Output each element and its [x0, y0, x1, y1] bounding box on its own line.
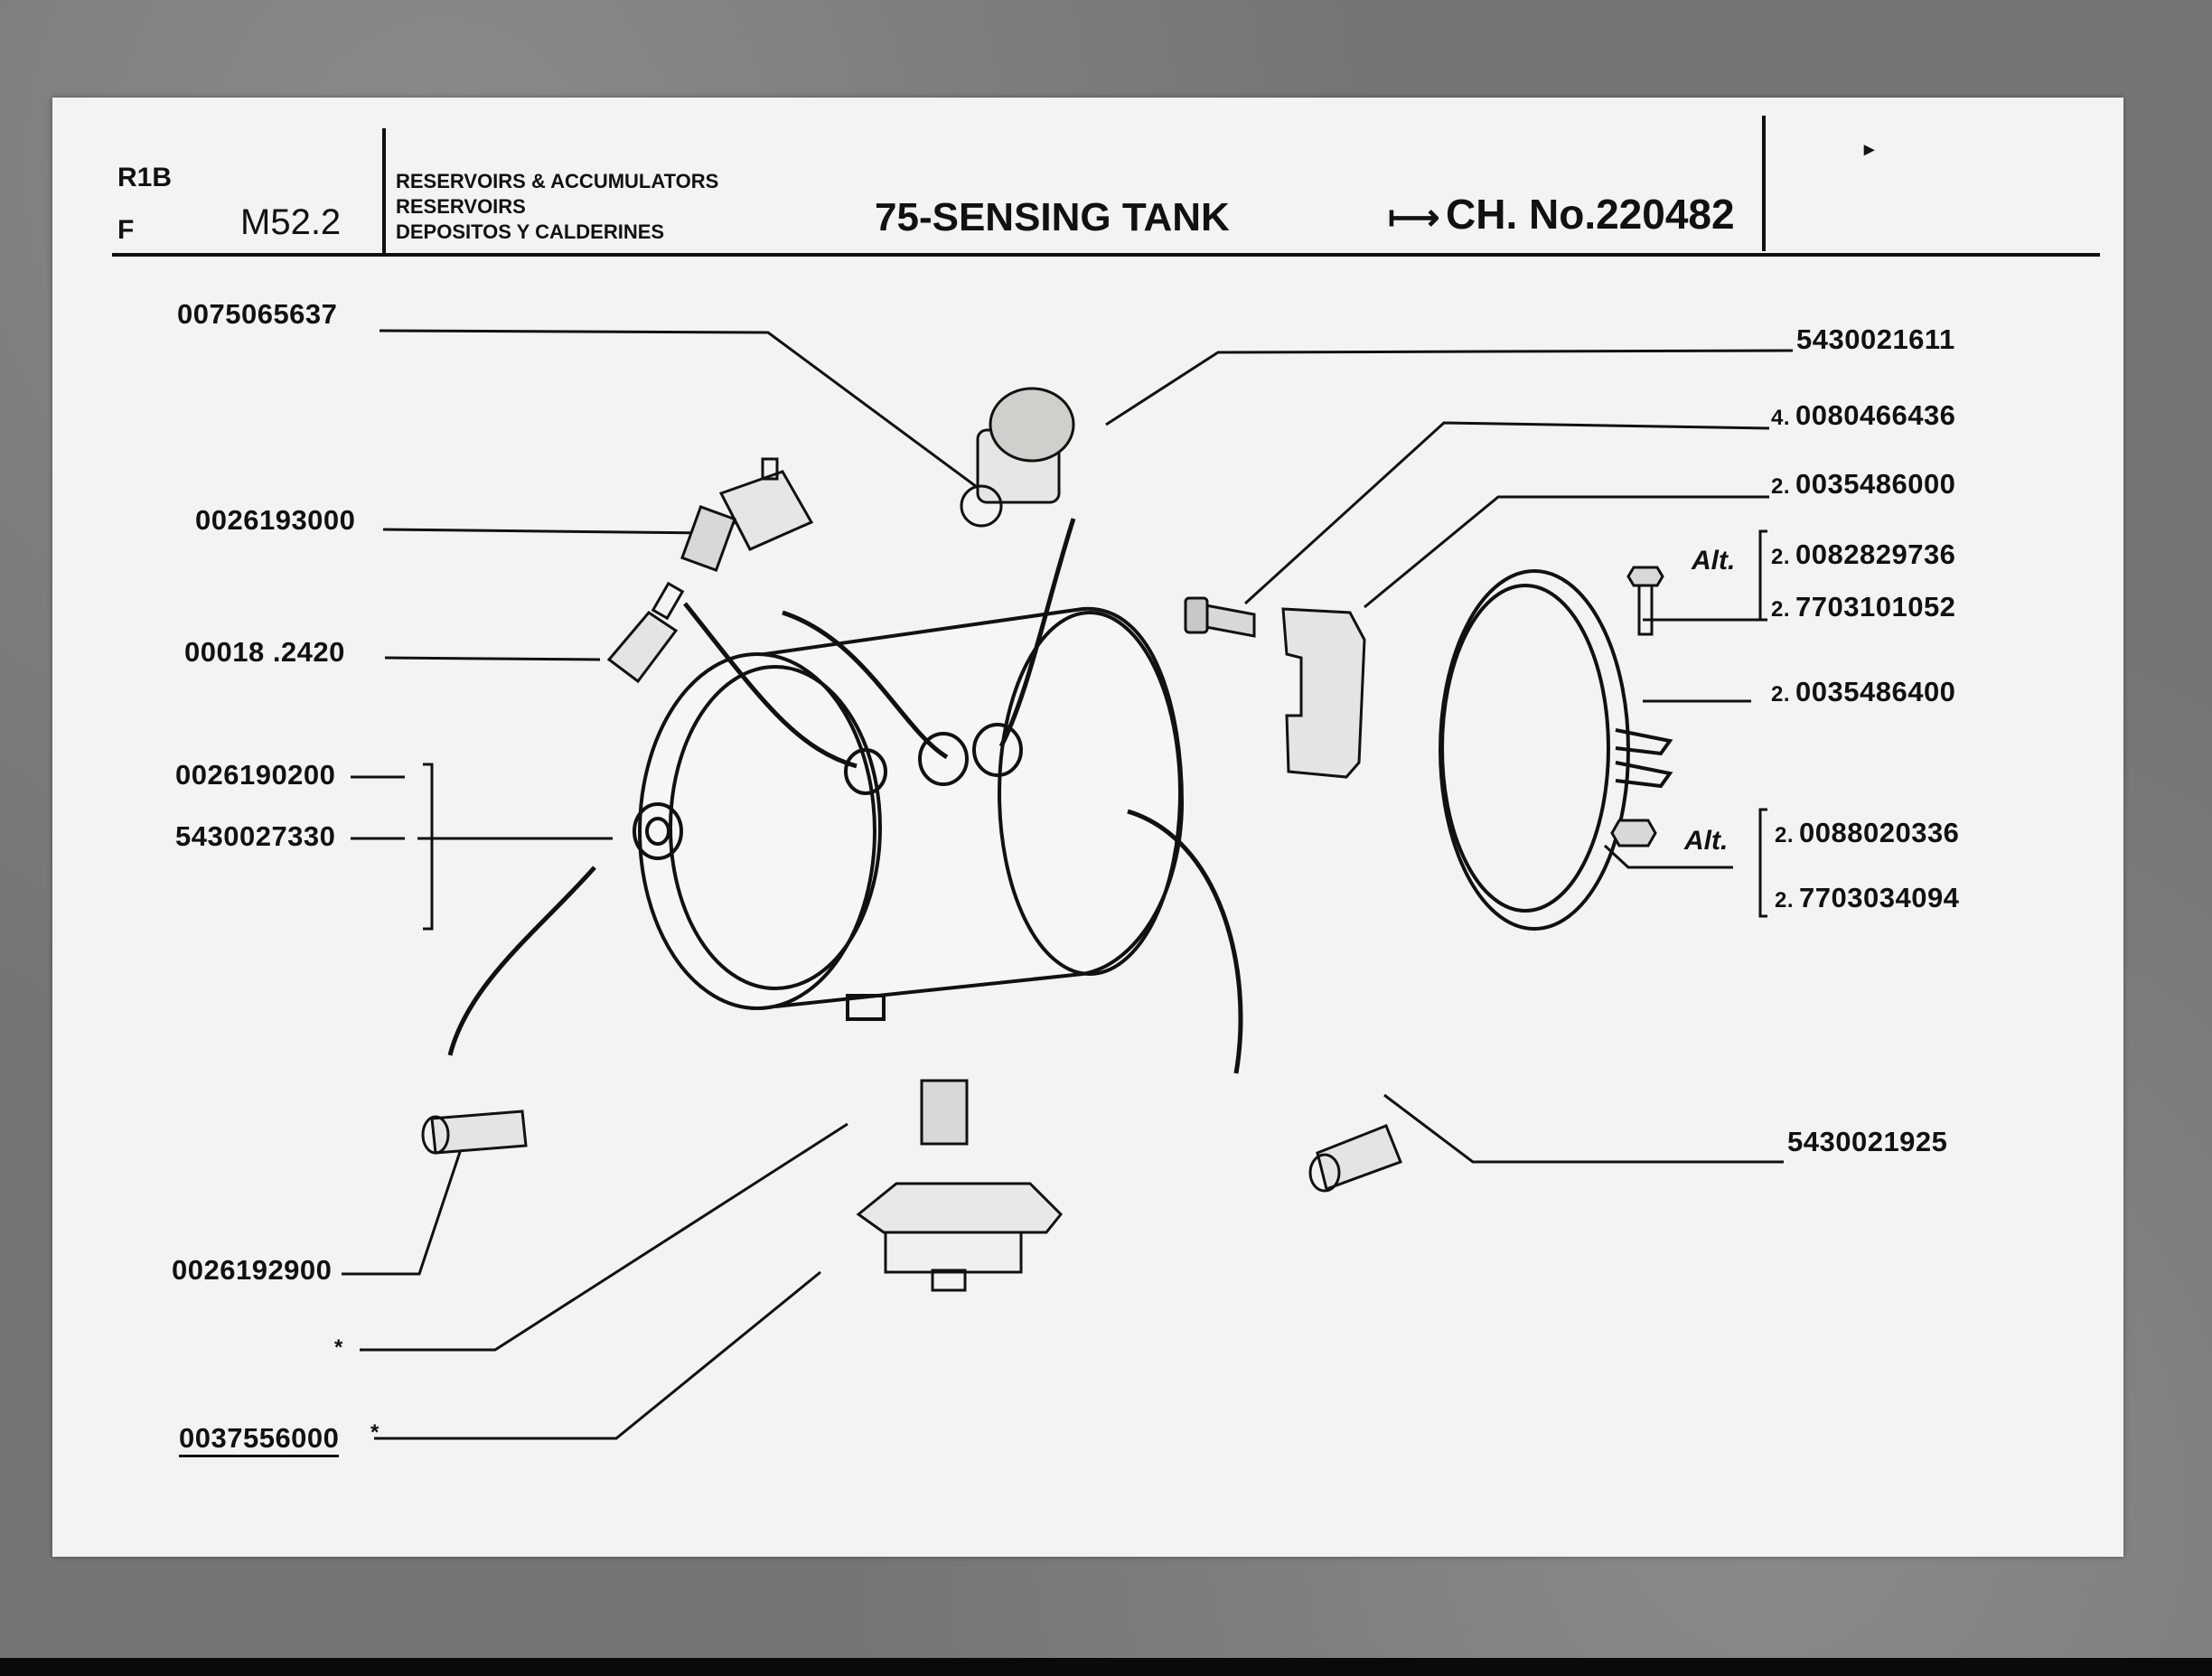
sensor-switch	[680, 457, 814, 572]
part-number-text: 0037556000	[179, 1422, 340, 1454]
bracket-alt-upper	[1758, 529, 1767, 622]
alt-label: Alt.	[1684, 826, 1729, 856]
part-quantity: 2.	[1775, 888, 1795, 913]
part-number-text: 5430021611	[1796, 323, 1955, 355]
part-quantity: 2.	[1771, 474, 1791, 499]
rubber-pad	[1281, 607, 1366, 779]
bolt	[1184, 596, 1256, 638]
bracket-alt-lower	[1758, 808, 1767, 918]
model-code: R1B	[117, 163, 173, 192]
part-number: 2.0082829736	[1771, 538, 1955, 571]
connector-curves	[447, 518, 1243, 1074]
tank	[633, 606, 1185, 1021]
alt-nut	[1610, 819, 1657, 847]
part-quantity: 2.	[1771, 682, 1791, 707]
part-number: 0075065637	[177, 298, 338, 330]
part-number: 00018 .2420	[184, 636, 345, 668]
part-number: 0037556000	[179, 1422, 340, 1457]
part-number: 2.0035486000	[1771, 468, 1955, 501]
corner-mark: ▸	[1864, 137, 1875, 160]
part-number-text: 0035486000	[1795, 468, 1956, 500]
header-divider-left	[382, 128, 386, 255]
part-number-text: 5430021925	[1787, 1126, 1948, 1157]
drain-valve	[856, 1182, 1064, 1292]
vent-plug	[960, 387, 1075, 528]
language-code: F	[117, 215, 135, 245]
part-quantity: 4.	[1771, 406, 1791, 430]
part-number-text: 0082829736	[1795, 538, 1956, 570]
group-title-en: RESERVOIRS & ACCUMULATORS	[396, 170, 719, 192]
page-code: M52.2	[240, 202, 342, 242]
part-number: 2.0088020336	[1775, 817, 1959, 849]
part-number: 0026193000	[195, 504, 356, 536]
group-title-fr: RESERVOIRS	[396, 195, 526, 218]
chassis-arrow: ⟼	[1388, 198, 1440, 238]
header-divider-right	[1762, 116, 1766, 251]
pressure-switch	[606, 581, 685, 684]
part-number: 2.0035486400	[1771, 676, 1955, 708]
part-quantity: 2.	[1771, 545, 1791, 569]
drain-nipple	[920, 1079, 969, 1146]
part-number: 5430021611	[1796, 323, 1955, 356]
part-number-text: 7703101052	[1795, 591, 1956, 623]
part-number: 5430021925	[1787, 1126, 1947, 1158]
alt-bolt	[1626, 566, 1664, 636]
part-number-text: 7703034094	[1799, 882, 1960, 913]
part-number: 0026192900	[172, 1254, 333, 1286]
bracket-left	[423, 763, 434, 931]
exploded-view-drawing	[342, 329, 1794, 1440]
part-number: 2.7703101052	[1771, 591, 1955, 623]
part-quantity: 2.	[1771, 597, 1791, 622]
part-number-text: 0080466436	[1795, 399, 1956, 431]
parts-catalog-sheet: R1B F M52.2 RESERVOIRS & ACCUMULATORS RE…	[52, 98, 2123, 1557]
alt-label: Alt.	[1692, 546, 1736, 576]
part-marker: *	[334, 1335, 343, 1360]
fitting-right	[1308, 1124, 1402, 1193]
part-number-text: 0088020336	[1799, 817, 1960, 848]
part-number: 2.7703034094	[1775, 882, 1959, 914]
page-title: 75-SENSING TANK	[875, 195, 1230, 239]
part-number-text: 0035486400	[1795, 676, 1956, 707]
part-number: 5430027330	[175, 820, 336, 852]
part-quantity: 2.	[1775, 823, 1795, 847]
leader-lines	[342, 329, 1794, 1440]
part-marker: *	[370, 1420, 380, 1445]
header-underline	[112, 253, 2100, 257]
mounting-strap	[1439, 569, 1673, 931]
part-number: 4.0080466436	[1771, 399, 1955, 432]
group-title-es: DEPOSITOS Y CALDERINES	[396, 220, 665, 243]
part-number: 0026190200	[175, 759, 336, 791]
scan-edge	[0, 1658, 2212, 1676]
fitting-left	[421, 1110, 528, 1155]
chassis-number: CH. No.220482	[1446, 191, 1735, 238]
